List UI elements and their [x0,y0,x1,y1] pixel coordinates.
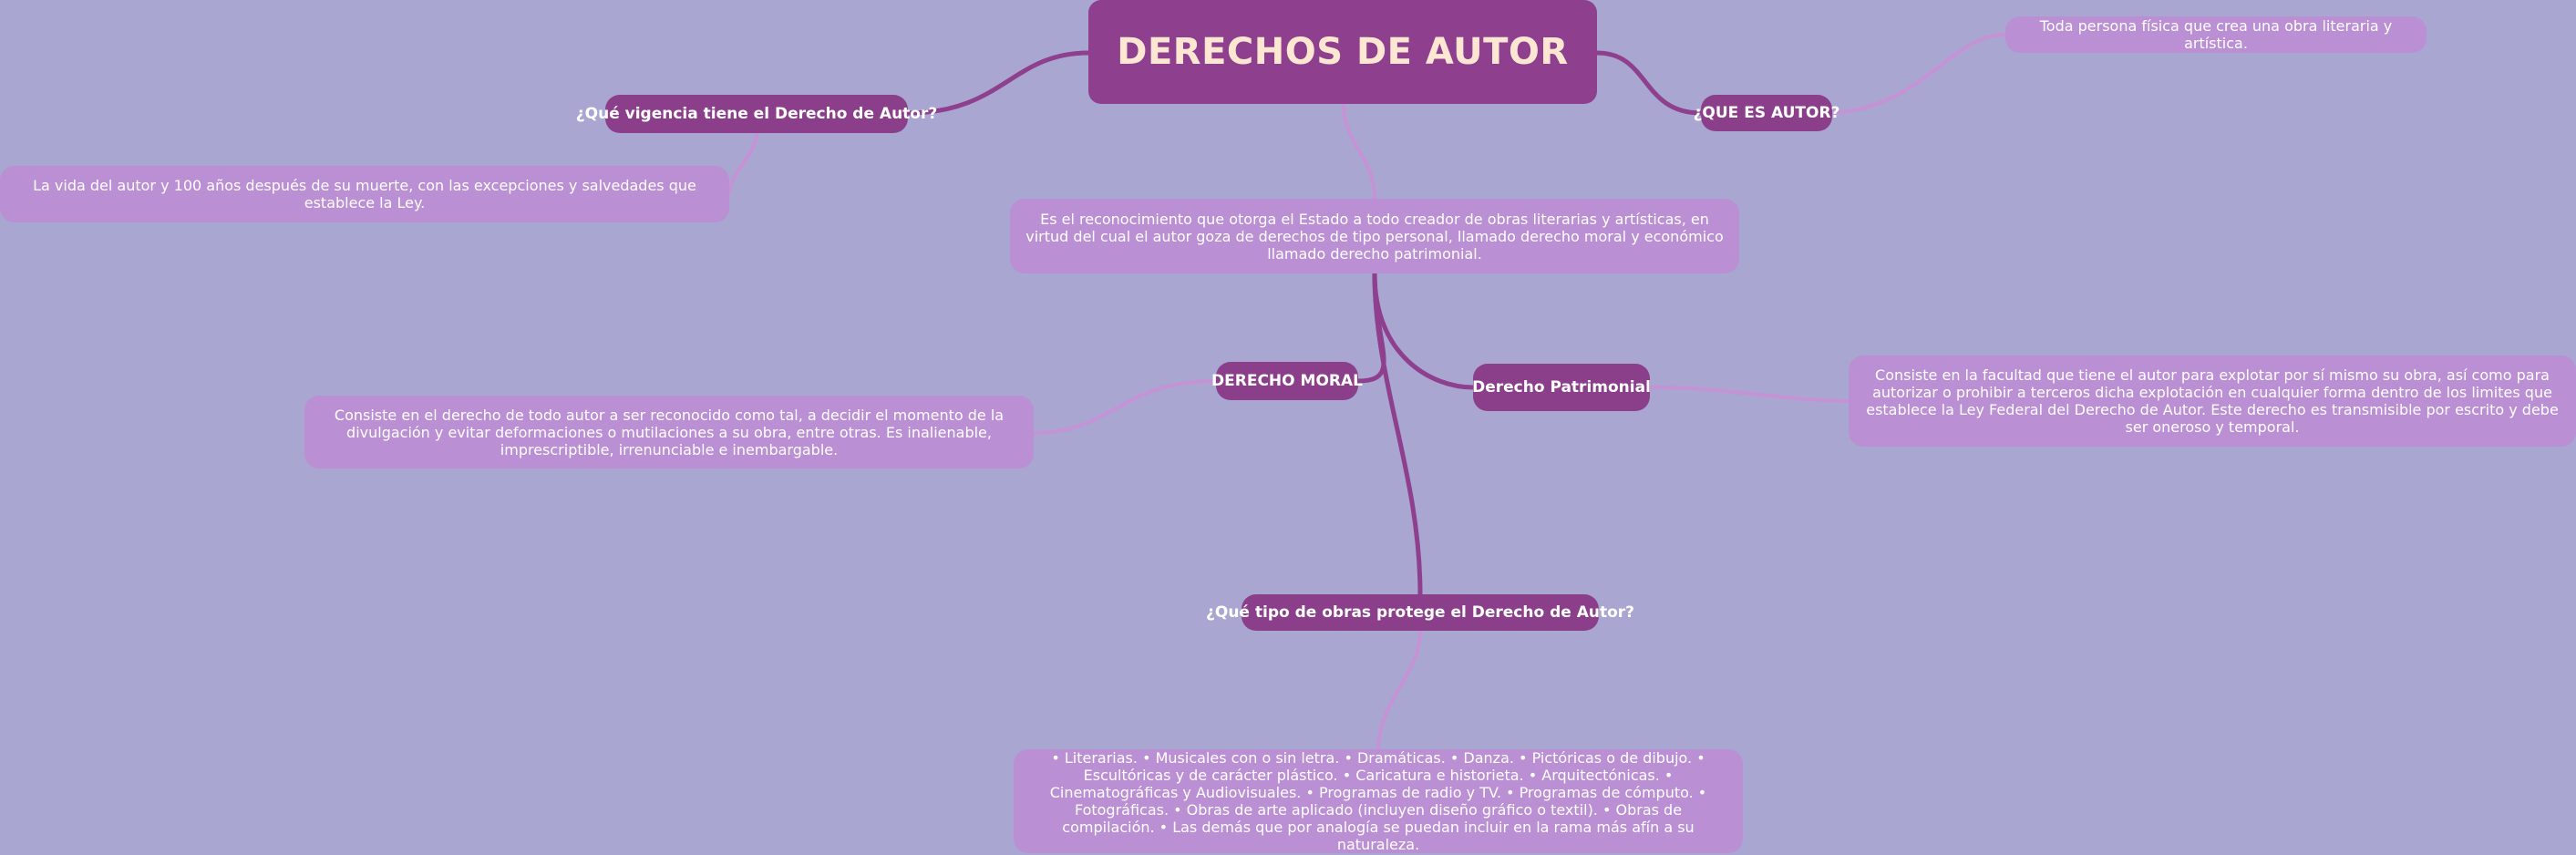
tipos-obras-node[interactable]: ¿Qué tipo de obras protege el Derecho de… [1206,594,1634,631]
title-node[interactable]: DERECHOS DE AUTOR [1088,0,1597,104]
que-es-autor-node[interactable]: ¿QUE ES AUTOR? [1694,95,1839,131]
link-tipos-obras-answer [1376,629,1422,751]
tipos-obras-answer[interactable]: • Literarias. • Musicales con o sin letr… [1014,749,1743,853]
que-es-autor-answer[interactable]: Toda persona física que crea una obra li… [2005,16,2427,53]
link-moral-answer [1032,379,1218,435]
link-que-es-autor-answer [1830,33,2007,115]
definition-node[interactable]: Es el reconocimiento que otorga el Estad… [1010,199,1739,273]
link-definition-tipos-obras [1372,271,1423,597]
link-patrimonial-answer [1648,386,1850,403]
link-title-definition [1342,102,1376,201]
vigencia-answer[interactable]: La vida del autor y 100 años después de … [0,166,729,222]
derecho-moral-node[interactable]: DERECHO MORAL [1211,362,1363,400]
vigencia-node[interactable]: ¿Qué vigencia tiene el Derecho de Autor? [576,95,937,133]
link-title-vigencia [905,50,1091,116]
link-definition-patrimonial [1372,271,1476,390]
link-title-que-es-autor [1594,50,1704,116]
link-vigencia-answer [727,131,758,195]
derecho-patrimonial-answer[interactable]: Consiste en la facultad que tiene el aut… [1849,355,2576,447]
derecho-patrimonial-node[interactable]: Derecho Patrimonial [1472,364,1651,411]
derecho-moral-answer[interactable]: Consiste en el derecho de todo autor a s… [304,396,1034,469]
